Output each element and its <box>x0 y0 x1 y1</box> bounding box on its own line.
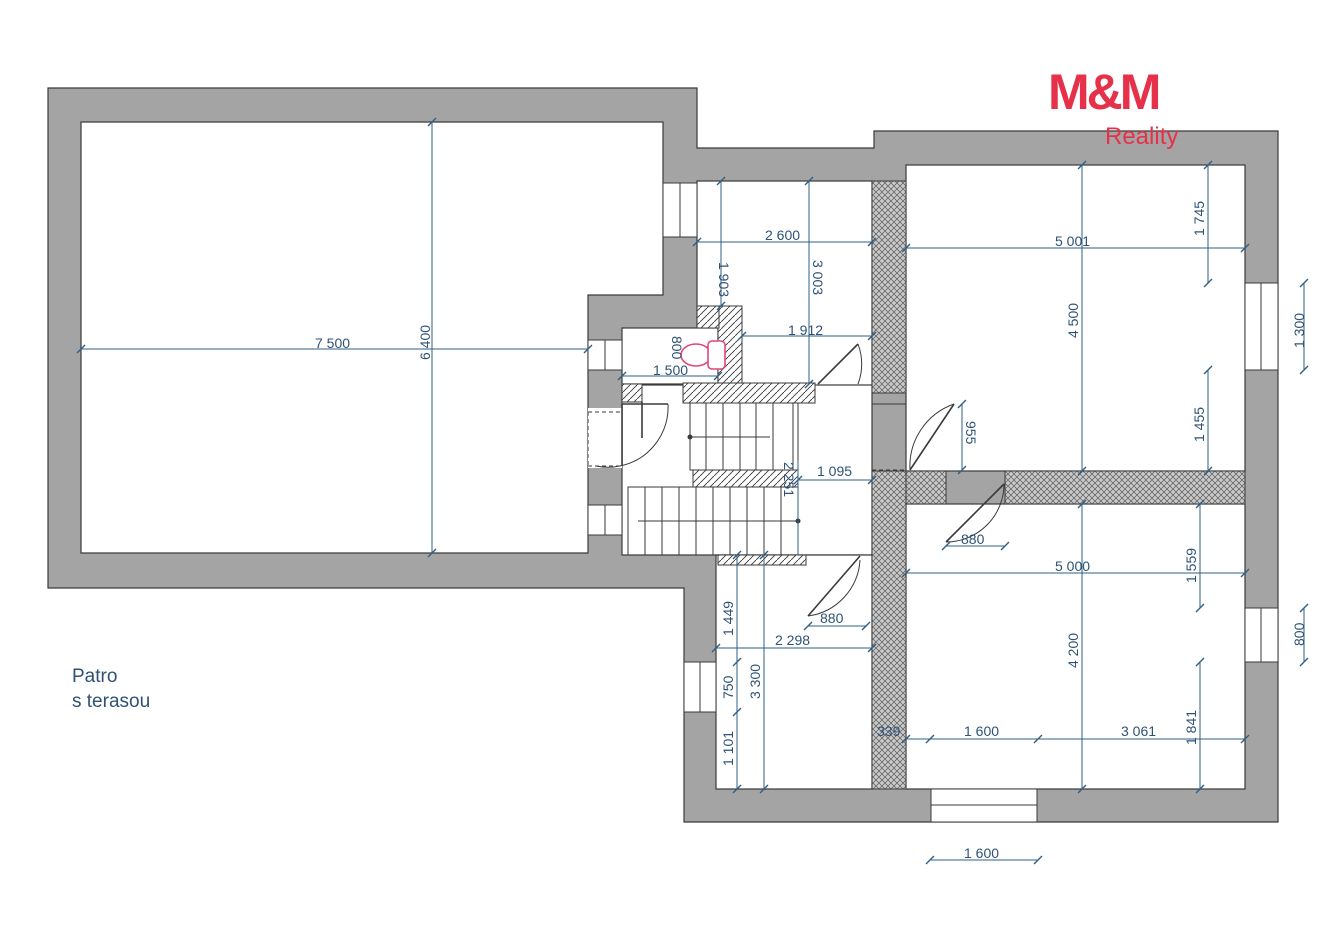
dim-window-east-1: 1 300 <box>1291 313 1307 348</box>
terrace-room <box>80 121 664 554</box>
room-interiors <box>80 121 1246 790</box>
dim-room-sw-depth: 3 300 <box>747 664 763 699</box>
dim-window-east-2: 800 <box>1291 622 1307 646</box>
dim-room-sw-bottom: 1 101 <box>720 731 736 766</box>
dim-hall-width: 2 600 <box>765 227 800 243</box>
dim-south-window-inner: 1 600 <box>964 723 999 739</box>
caption-line-1: Patro <box>72 666 118 687</box>
dim-room-se-width: 5 000 <box>1055 558 1090 574</box>
room-south-east <box>905 503 1246 790</box>
dim-room-ne-width: 5 001 <box>1055 233 1090 249</box>
floor-caption: Patro s terasou <box>72 664 150 714</box>
dim-room-se-bottom: 1 841 <box>1183 710 1199 745</box>
partition-wall-horizontal-right <box>1004 470 1246 505</box>
hatched-walls <box>871 180 1246 790</box>
partition-wall-vertical-bottom <box>871 470 907 790</box>
dim-door-room-se: 880 <box>961 531 985 547</box>
dim-hall-depth: 3 003 <box>810 260 826 295</box>
windows <box>587 182 1279 823</box>
dim-room-sw-width: 2 298 <box>775 632 810 648</box>
dim-room-sw-window: 750 <box>720 675 736 699</box>
dim-room-ne-top: 1 745 <box>1191 201 1207 236</box>
dim-south-window-outer: 1 600 <box>964 845 999 861</box>
dim-corridor-width: 1 095 <box>817 463 852 479</box>
dimension-lines <box>81 122 1305 861</box>
dimension-labels: 7 500 6 400 2 600 1 903 3 003 1 912 800 … <box>315 201 1307 861</box>
dim-terrace-width: 7 500 <box>315 335 350 351</box>
brand-logo: M&M Reality <box>1048 62 1208 158</box>
dim-wc-small: 1 500 <box>653 362 688 378</box>
caption-line-2: s terasou <box>72 691 151 712</box>
dim-room-ne-depth: 4 500 <box>1065 303 1081 338</box>
dim-corridor-door: 955 <box>963 421 979 445</box>
dim-terrace-depth: 6 400 <box>417 325 433 360</box>
dim-door-sw: 880 <box>820 610 844 626</box>
logo-sub-text: Reality <box>1105 123 1179 150</box>
dimension-ticks <box>76 117 1309 865</box>
dim-room-ne-lower: 1 455 <box>1191 407 1207 442</box>
dim-wc-width: 1 912 <box>788 322 823 338</box>
dim-room-sw-top: 1 449 <box>720 601 736 636</box>
room-south-west <box>715 554 873 790</box>
partition-wall-vertical-top <box>871 180 907 394</box>
dim-hall-top-depth: 1 903 <box>716 262 732 297</box>
partition-wall-horizontal-left <box>905 470 947 505</box>
logo-main-text: M&M <box>1048 64 1161 120</box>
dim-room-se-depth: 4 200 <box>1065 633 1081 668</box>
doors <box>641 343 1006 617</box>
dim-south-right: 3 061 <box>1121 723 1156 739</box>
toilet-icon <box>680 340 726 370</box>
dim-stair-width: 2 251 <box>781 462 797 497</box>
dim-wc-depth: 800 <box>669 336 685 360</box>
dim-room-se-top: 1 559 <box>1183 548 1199 583</box>
dim-wall-small: 339 <box>877 723 901 739</box>
diagonal-walls <box>621 305 816 566</box>
terrace-door <box>587 403 669 468</box>
